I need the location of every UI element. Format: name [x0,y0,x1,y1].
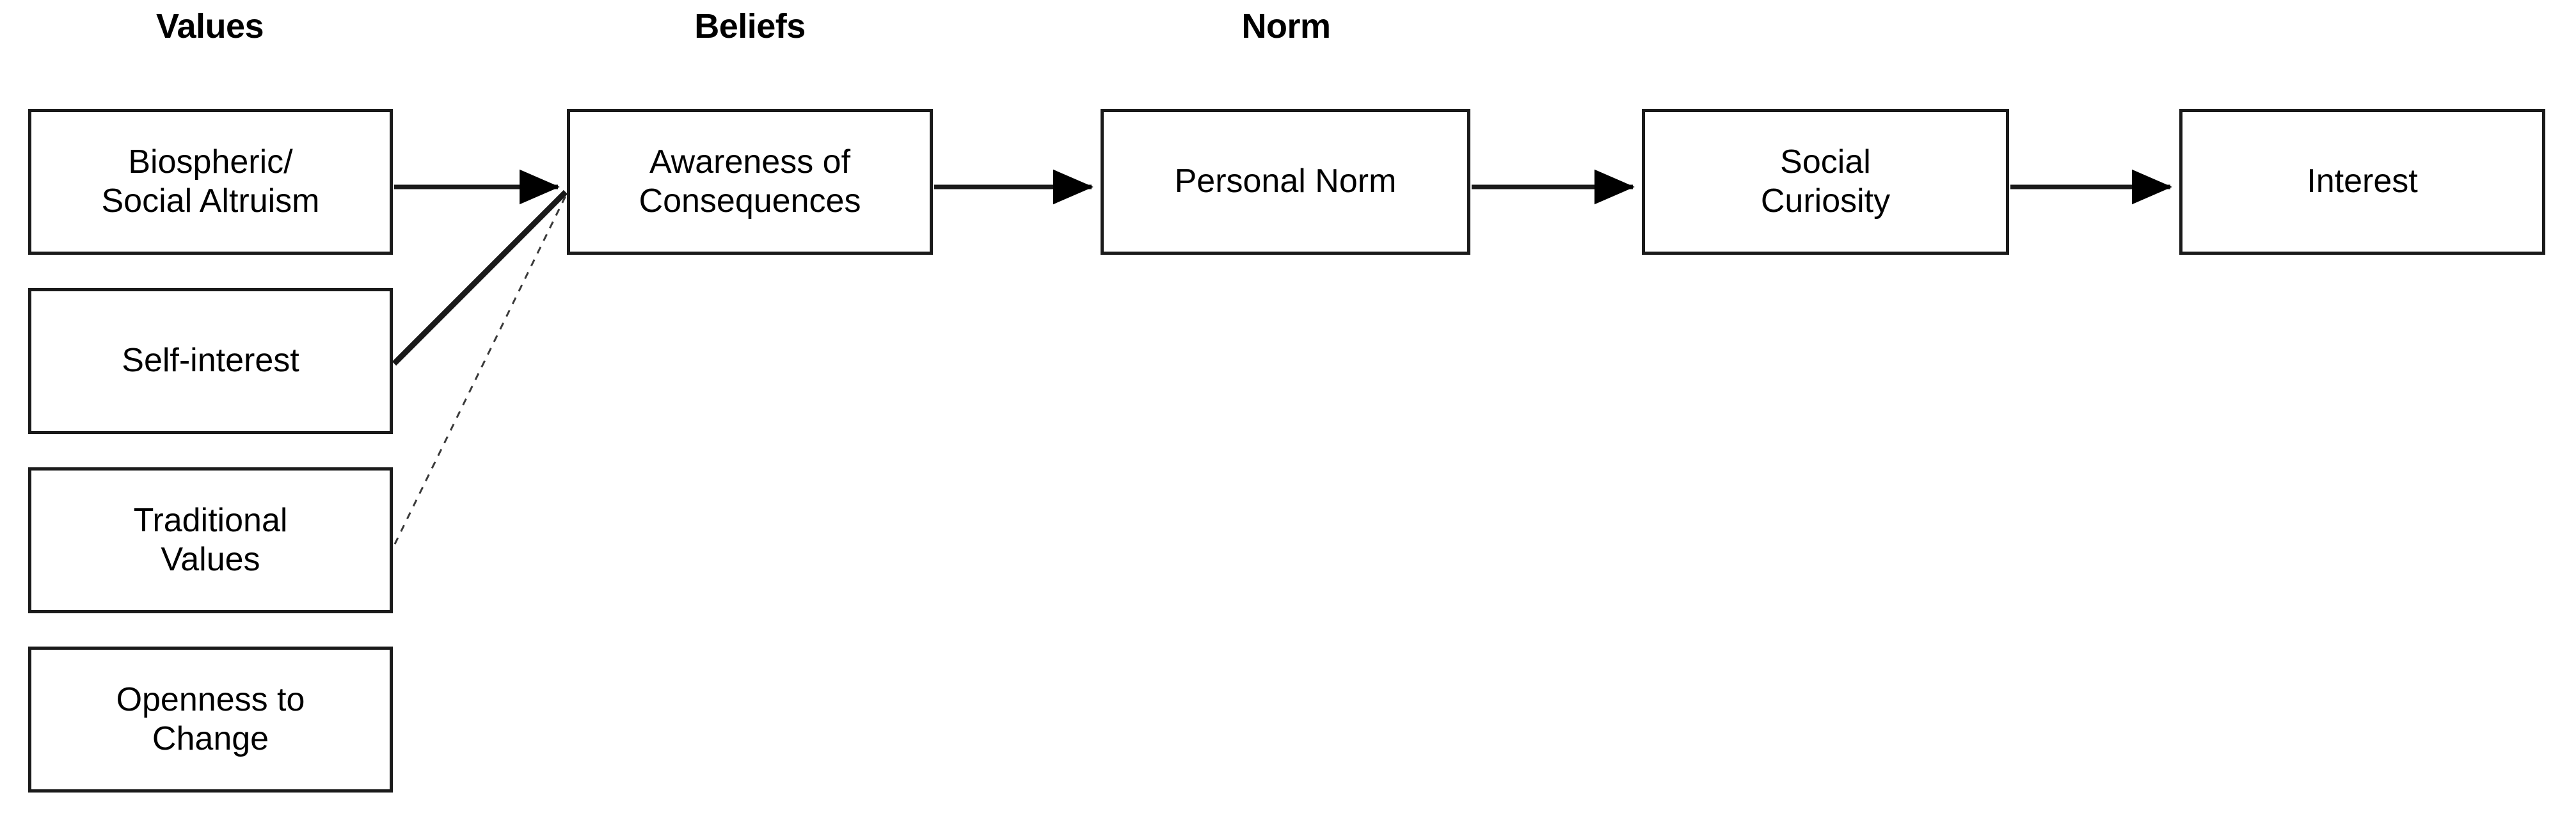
node-personal-norm[interactable]: Personal Norm [1101,109,1470,255]
node-traditional-values[interactable]: Traditional Values [28,467,393,613]
node-label: Awareness of Consequences [639,143,861,220]
node-label: Openness to Change [116,680,305,757]
node-interest[interactable]: Interest [2179,109,2545,255]
node-label: Interest [2307,163,2418,200]
column-header-values: Values [155,7,264,45]
node-label: Traditional Values [133,501,288,578]
node-label: Personal Norm [1174,163,1397,200]
node-awareness-of-consequences[interactable]: Awareness of Consequences [567,109,933,255]
node-social-curiosity[interactable]: Social Curiosity [1642,109,2009,255]
node-label: Self-interest [122,342,299,380]
column-header-beliefs: Beliefs [694,7,806,45]
column-header-norm: Norm [1241,7,1331,45]
edge-self-interest-to-awareness [392,189,568,366]
node-label: Social Curiosity [1760,143,1891,220]
node-openness-to-change[interactable]: Openness to Change [28,647,393,793]
node-label: Biospheric/ Social Altruism [101,143,320,220]
node-biospheric-social-altruism[interactable]: Biospheric/ Social Altruism [28,109,393,255]
edge-traditional-values-to-awareness [394,193,568,545]
node-self-interest[interactable]: Self-interest [28,288,393,434]
